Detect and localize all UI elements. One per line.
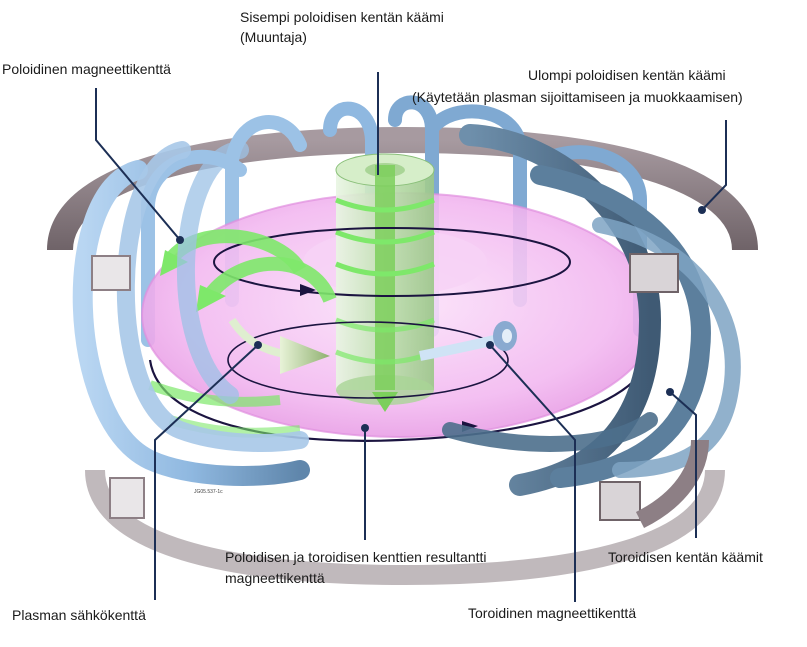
label-outer-coil-line2: (Käytetään plasman sijoittamiseen ja muo…: [412, 89, 743, 105]
figure-code: JG05.537-1c: [194, 489, 223, 495]
leader-toroidal-coils: [669, 391, 697, 538]
toroidal-coils-front-left: [72, 141, 310, 486]
label-inner-coil-line2: (Muuntaja): [240, 29, 307, 45]
field-lines: [148, 227, 657, 442]
label-outer-coil-line1: Ulompi poloidisen kentän käämi: [528, 67, 726, 83]
light-blue-arrow-icon: [419, 321, 517, 361]
leader-toroidal-field: [489, 344, 576, 602]
leader-lines: [95, 72, 727, 602]
label-toroidal-coils: Toroidisen kentän käämit: [608, 549, 763, 565]
label-inner-coil-line1: Sisempi poloidisen kentän käämi: [240, 9, 444, 25]
leader-plasma-current: [154, 344, 259, 600]
leader-endpoints: [176, 206, 706, 432]
label-poloidal-field: Poloidinen magneettikenttä: [2, 61, 171, 77]
label-resultant-line2: magneettikenttä: [225, 570, 325, 586]
label-resultant-line1: Poloidisen ja toroidisen kenttien result…: [225, 549, 487, 565]
leader-outer-coil: [701, 120, 727, 211]
outer-poloidal-coils-front: [91, 253, 709, 529]
label-toroidal-field: Toroidinen magneettikenttä: [468, 605, 637, 621]
field-line-arrow-upper: [300, 284, 316, 296]
toroidal-coils-front-right: [442, 124, 741, 496]
leader-poloidal-field: [95, 88, 181, 241]
central-solenoid: [335, 153, 435, 412]
label-plasma-current: Plasman sähkökenttä: [12, 607, 146, 623]
